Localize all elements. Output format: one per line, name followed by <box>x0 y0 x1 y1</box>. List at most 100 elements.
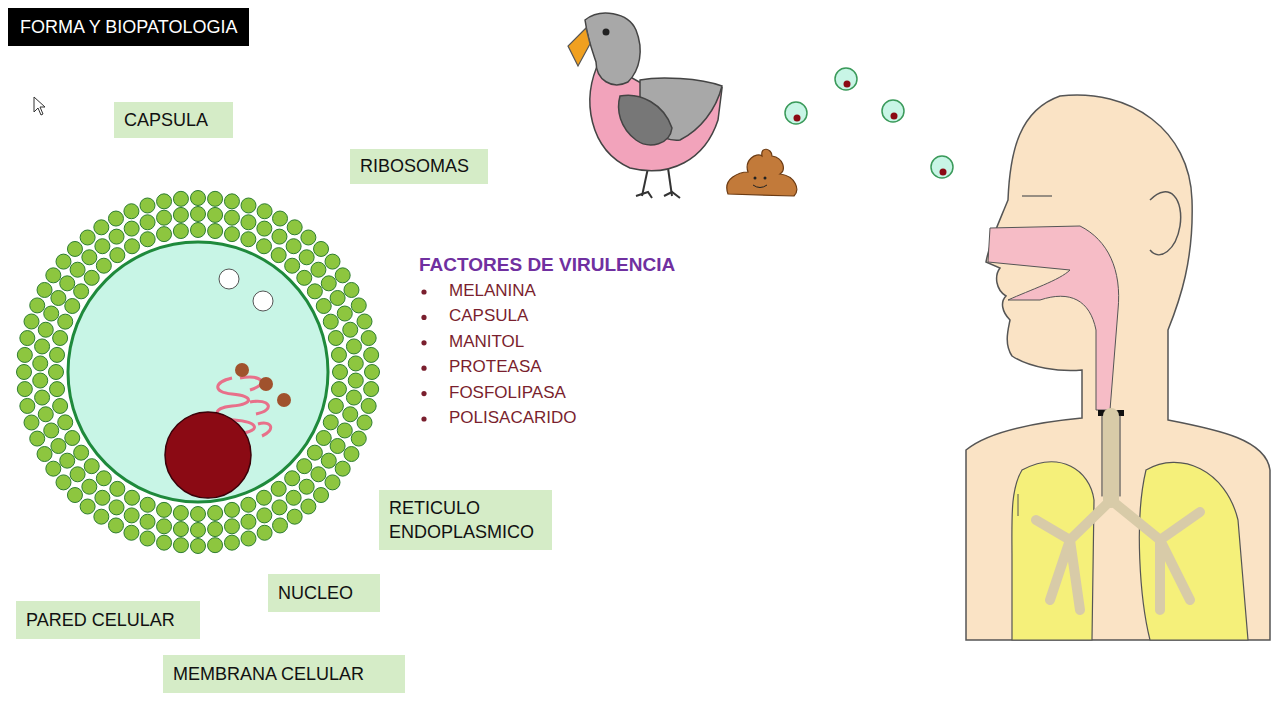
capsule-dots <box>328 331 343 346</box>
capsule-dots <box>30 298 45 313</box>
pigeon <box>636 192 680 198</box>
capsule-dots <box>325 254 340 269</box>
human-respiratory-tract <box>966 95 1270 640</box>
capsule-dots <box>348 356 363 371</box>
human-respiratory-tract <box>966 95 1270 640</box>
capsule-dots <box>140 497 155 512</box>
droppings <box>727 149 797 196</box>
capsule-dots <box>272 229 287 244</box>
capsule-dots <box>286 490 301 505</box>
bullet-points <box>421 340 426 345</box>
title-banner: FORMA Y BIOPATOLOGIA <box>8 8 249 46</box>
capsule-dots <box>140 232 155 247</box>
capsule-dots <box>208 207 223 222</box>
capsule-dots <box>35 390 50 405</box>
capsule-dots <box>257 525 272 540</box>
list-item: MANITOL <box>449 332 524 352</box>
capsule-dots <box>307 284 322 299</box>
capsule-dots <box>173 538 188 553</box>
spores <box>844 81 851 88</box>
capsule-dots <box>70 467 85 482</box>
capsule-dots <box>173 224 188 239</box>
spores <box>785 102 807 124</box>
capsule-dots <box>50 347 65 362</box>
capsule-dots <box>335 461 350 476</box>
capsule-dots <box>325 475 340 490</box>
capsule-dots <box>316 430 331 445</box>
droppings <box>753 185 767 188</box>
capsule-dots <box>273 518 288 533</box>
vacuole <box>219 269 239 289</box>
capsule-dots <box>241 198 256 213</box>
capsule-dots <box>208 538 223 553</box>
capsule-dots <box>285 471 300 486</box>
list-item: MELANINA <box>449 281 536 301</box>
capsule-dots <box>257 204 272 219</box>
capsule-dots <box>314 241 329 256</box>
label-box: RETICULO ENDOPLASMICO <box>379 490 552 550</box>
cell-illustration <box>17 191 380 554</box>
capsule-dots <box>95 239 110 254</box>
capsule-dots <box>53 331 68 346</box>
capsule-dots <box>94 509 109 524</box>
capsule-dots <box>191 523 206 538</box>
part-label: NUCLEO <box>278 581 353 605</box>
capsule-dots <box>108 518 123 533</box>
spores <box>835 68 857 90</box>
part-label: CAPSULA <box>124 108 208 132</box>
capsule-dots <box>299 250 314 265</box>
capsule-dots <box>58 314 73 329</box>
human-respiratory-tract <box>1102 416 1120 496</box>
capsule-dots <box>95 490 110 505</box>
capsule-dots <box>49 365 64 380</box>
spores <box>882 100 904 122</box>
capsule-dots <box>74 284 89 299</box>
list-item: PROTEASA <box>449 357 542 377</box>
capsule-dots <box>70 262 85 277</box>
human-respiratory-tract <box>988 226 1119 410</box>
capsule-dots <box>24 314 39 329</box>
capsule-dots <box>17 191 380 554</box>
part-label: MEMBRANA CELULAR <box>173 662 364 686</box>
list-item: POLISACARIDO <box>449 408 577 428</box>
capsule-dots <box>20 331 35 346</box>
capsule-dots <box>364 347 379 362</box>
capsule-dots <box>191 539 206 554</box>
capsule-dots <box>335 268 350 283</box>
capsule-dots <box>50 382 65 397</box>
capsule-dots <box>67 488 82 503</box>
capsule-dots <box>346 339 361 354</box>
capsule-dots <box>351 298 366 313</box>
pigeon <box>568 28 590 66</box>
bullet-points <box>421 391 426 396</box>
droppings <box>727 149 797 196</box>
label-box: MEMBRANA CELULAR <box>163 655 405 693</box>
pigeon <box>568 13 722 198</box>
capsule-dots <box>191 191 206 206</box>
capsule-dots <box>323 314 338 329</box>
capsule-dots <box>224 210 239 225</box>
spores <box>931 156 953 178</box>
capsule-dots <box>140 514 155 529</box>
capsule-dots <box>208 224 223 239</box>
capsule-dots <box>271 481 286 496</box>
capsule-dots <box>37 282 52 297</box>
part-label: PARED CELULAR <box>26 608 175 632</box>
capsule-dots <box>157 535 172 550</box>
capsule-dots <box>331 347 346 362</box>
capsule-dots <box>301 499 316 514</box>
capsule-dots <box>17 347 32 362</box>
capsule-dots <box>271 248 286 263</box>
capsule-dots <box>157 210 172 225</box>
label-box: NUCLEO <box>268 574 380 612</box>
bullet-points <box>421 289 426 294</box>
capsule-dots <box>65 299 80 314</box>
capsule-dots <box>307 445 322 460</box>
capsule-dots <box>343 322 358 337</box>
capsule-dots <box>301 230 316 245</box>
capsule-dots <box>173 191 188 206</box>
spores <box>882 100 904 122</box>
capsule-dots <box>58 415 73 430</box>
human-respiratory-tract <box>1036 500 1200 610</box>
capsule-dots <box>44 306 59 321</box>
